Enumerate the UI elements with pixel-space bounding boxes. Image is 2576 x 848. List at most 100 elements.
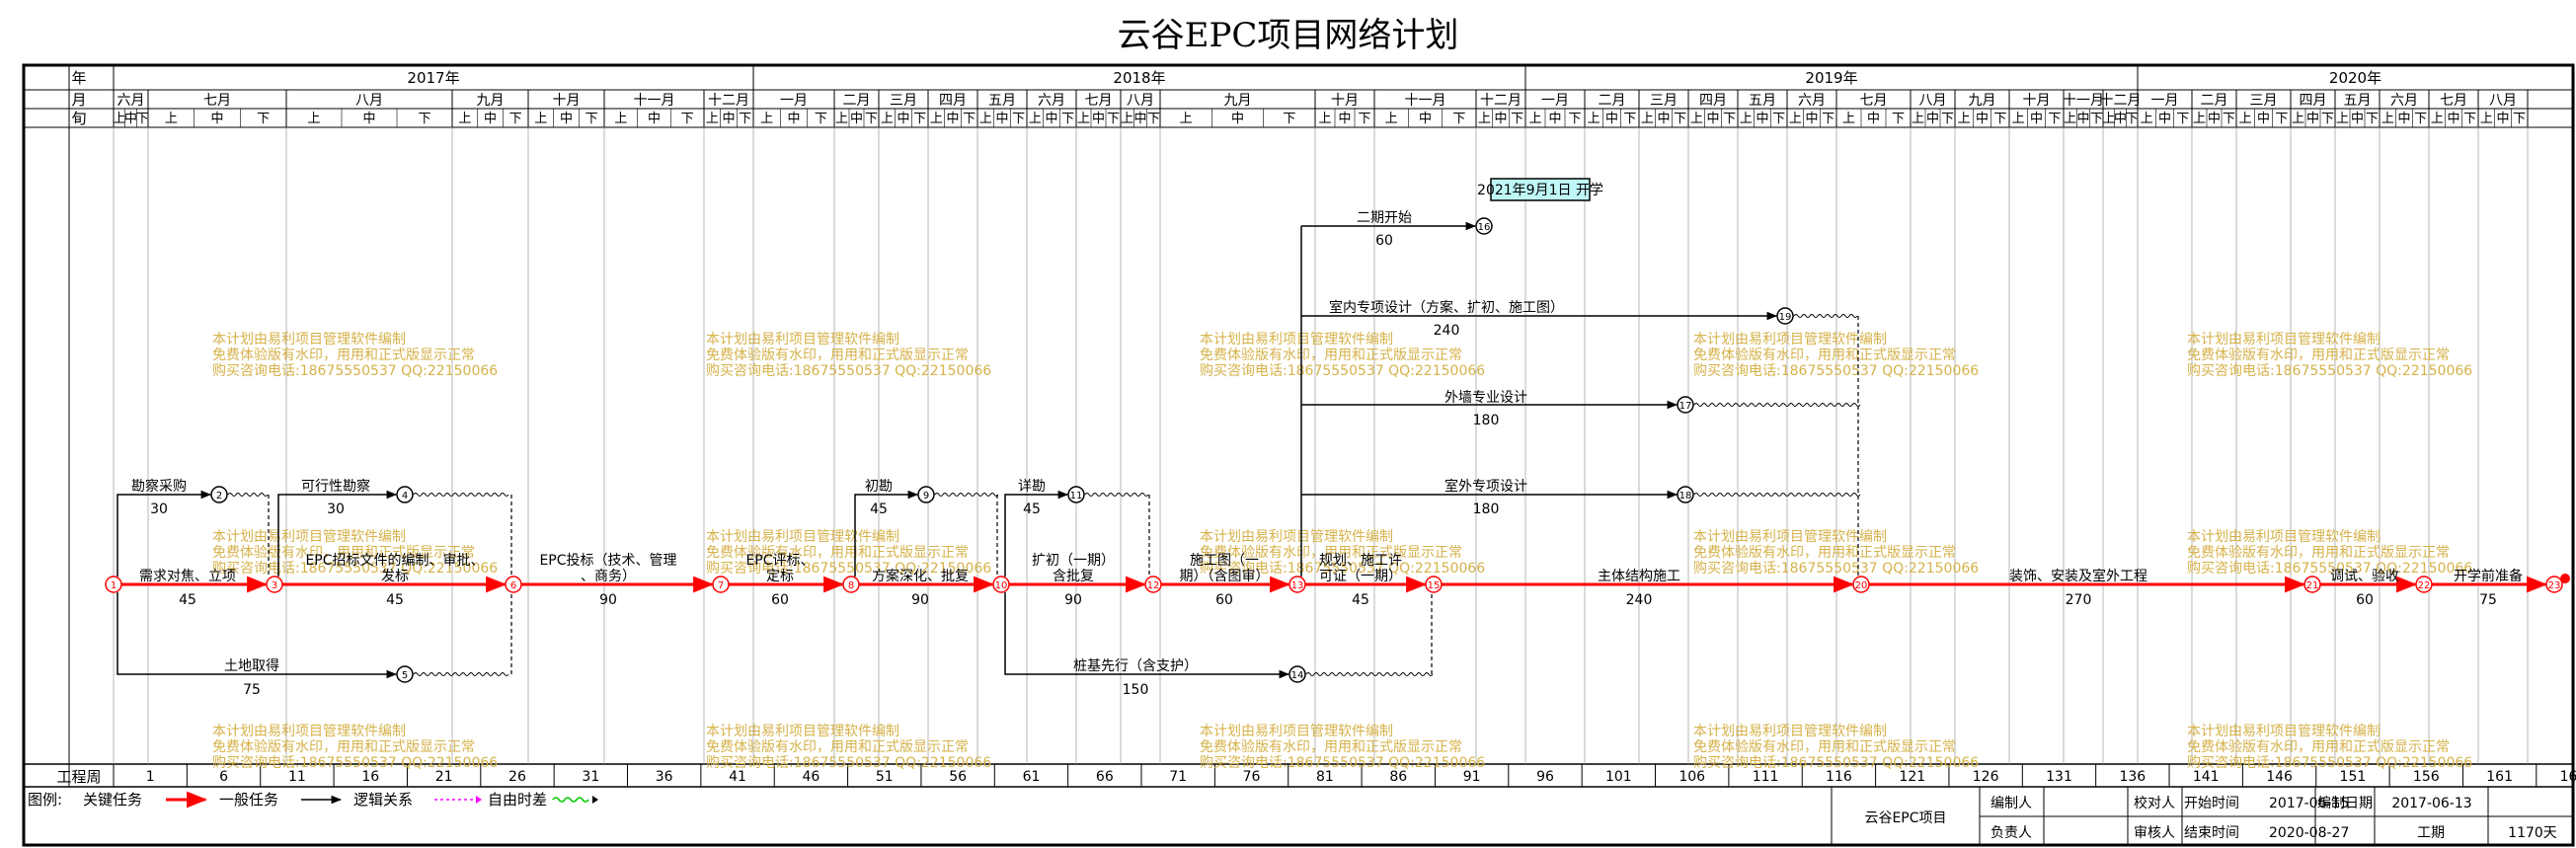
node-number: 23 [2548,580,2561,591]
row-label-period: 旬 [71,110,86,127]
month-label: 七月 [203,93,231,109]
watermark-text: 购买咨询电话:18675550537 QQ:22150066 [706,561,991,577]
month-label: 二月 [1599,93,1626,109]
node-circle [396,486,414,503]
period-label: 上 [307,112,320,126]
task-name: 规划、施工许 [1319,553,1402,569]
week-label: 1 [146,769,155,785]
task-duration: 30 [327,501,345,517]
period-label: 中 [2158,112,2171,126]
period-label: 下 [2275,112,2288,126]
watermark-text: 本计划由易利项目管理软件编制 [2187,529,2381,545]
period-label: 上 [1478,112,1491,126]
week-label: 161 [2486,769,2513,785]
watermark-text: 本计划由易利项目管理软件编制 [706,724,899,739]
week-label: 46 [802,769,820,785]
end-marker [2560,574,2570,583]
watermark-text: 本计划由易利项目管理软件编制 [2187,332,2381,347]
month-label: 五月 [1749,93,1776,109]
year-label: 2018年 [1113,69,1165,87]
period-label: 下 [2321,112,2334,126]
period-label: 上 [2064,112,2076,126]
watermark-text: 免费体验版有水印，用用和正式版显示正常 [212,739,475,755]
period-label: 中 [1045,112,1057,126]
month-label: 六月 [2390,93,2418,109]
period-label: 下 [1723,112,1736,126]
watermark-text: 本计划由易利项目管理软件编制 [706,332,899,347]
period-label: 下 [739,112,751,126]
footer-owner-label: 负责人 [1991,825,2032,841]
week-label: 116 [1826,769,1852,785]
month-label: 十一月 [634,93,675,109]
legend-normal-label: 一般任务 [219,791,278,809]
node-circle [1677,486,1694,503]
period-label: 下 [257,112,270,126]
period-label: 下 [2463,112,2476,126]
watermark-text: 免费体验版有水印，用用和正式版显示正常 [2187,347,2450,363]
watermark-text: 本计划由易利项目管理软件编制 [212,724,406,739]
node-circle [1677,396,1694,414]
month-label: 二月 [843,93,871,109]
period-label: 中 [2351,112,2364,126]
week-label: 111 [1753,769,1779,785]
week-label: 141 [2193,769,2220,785]
period-label: 中 [124,112,137,126]
normal-arrow [117,490,212,577]
period-label: 上 [1180,112,1193,126]
period-label: 中 [2030,112,2043,126]
task-name: 装饰、安装及室外工程 [2009,568,2147,584]
task-duration: 180 [1473,501,1500,517]
period-label: 下 [2090,112,2103,126]
task-name: 、商务） [581,569,636,584]
task-duration: 45 [1023,501,1041,517]
week-label: 36 [656,769,673,785]
period-label: 上 [930,112,943,126]
watermark-text: 购买咨询电话:18675550537 QQ:22150066 [1200,363,1485,379]
period-label: 上 [1958,112,1971,126]
watermark-text: 免费体验版有水印，用用和正式版显示正常 [1200,347,1462,363]
period-label: 中 [210,112,223,126]
free-float-wave [1084,493,1149,497]
task-name: 初勘 [865,478,893,495]
node-circle [1475,217,1493,235]
task-duration: 240 [1434,323,1460,339]
task-name: 调试、验收 [2330,569,2399,584]
period-label: 上 [1385,112,1398,126]
watermark-text: 免费体验版有水印，用用和正式版显示正常 [2187,739,2450,755]
period-label: 中 [1805,112,1818,126]
month-label: 四月 [2300,93,2327,109]
watermark-text: 购买咨询电话:18675550537 QQ:22150066 [1693,755,1979,771]
week-label: 66 [1096,769,1114,785]
period-label: 下 [913,112,926,126]
free-float-wave [1693,493,1861,497]
task-name: 含批复 [1053,568,1094,584]
node-circle [2303,576,2321,593]
period-label: 下 [1283,112,1295,126]
month-label: 一月 [780,93,808,109]
watermark-text: 免费体验版有水印，用用和正式版显示正常 [706,545,969,561]
period-label: 中 [1605,112,1618,126]
period-label: 中 [897,112,909,126]
month-label: 七月 [2440,93,2467,109]
free-float-wave [413,672,509,676]
period-label: 下 [2513,112,2526,126]
month-label: 五月 [2344,93,2372,109]
watermark-text: 购买咨询电话:18675550537 QQ:22150066 [212,561,498,577]
period-label: 中 [2208,112,2221,126]
watermark-text: 免费体验版有水印，用用和正式版显示正常 [706,347,969,363]
task-name: 主体结构施工 [1598,569,1680,584]
watermark-text: 购买咨询电话:18675550537 QQ:22150066 [2187,363,2472,379]
month-label: 十二月 [1480,93,1522,109]
week-label: 81 [1316,769,1334,785]
footer-start-value: 2017-06-15 [2269,796,2349,811]
task-name: 方案深化、批复 [872,568,969,584]
period-label: 上 [706,112,719,126]
node-circle [1425,576,1443,593]
month-label: 八月 [1919,93,1947,109]
period-label: 上 [1740,112,1753,126]
period-label: 下 [681,112,694,126]
month-label: 四月 [1699,93,1727,109]
task-duration: 45 [1352,592,1369,608]
week-label: 31 [582,769,599,785]
period-label: 下 [815,112,827,126]
